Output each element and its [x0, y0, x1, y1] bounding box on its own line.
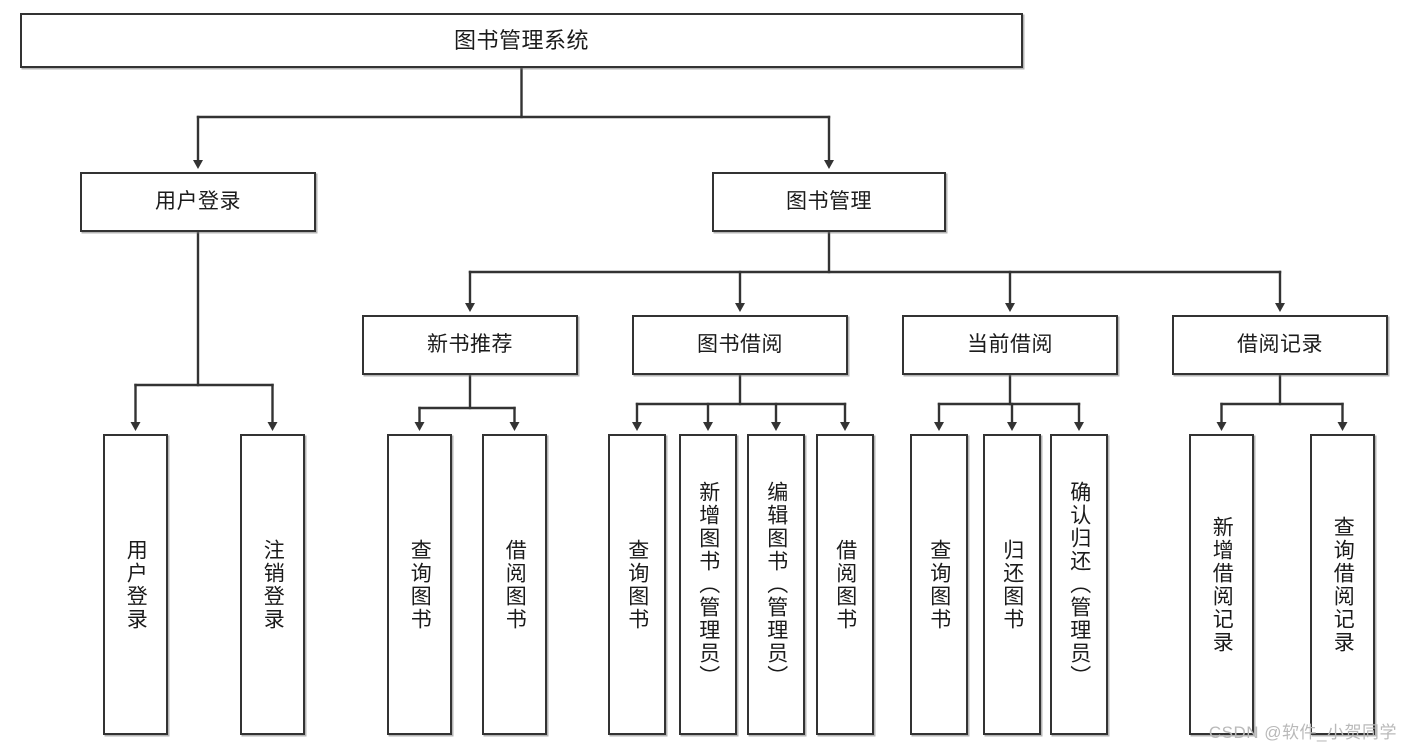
- leaf-query-record[interactable]: 查询借阅记录: [1310, 434, 1375, 735]
- node-user-login-label: 用户登录: [155, 189, 241, 213]
- leaf-query-book-2-label: 查询图书: [625, 538, 649, 631]
- leaf-confirm-return-label: 确认归还（管理员）: [1067, 481, 1091, 688]
- node-borrow-record[interactable]: 借阅记录: [1172, 315, 1388, 375]
- leaf-query-record-label: 查询借阅记录: [1331, 515, 1355, 654]
- leaf-user-login[interactable]: 用户登录: [103, 434, 168, 735]
- leaf-borrow-book-2-label: 借阅图书: [833, 538, 857, 631]
- leaf-return-book-label: 归还图书: [1000, 538, 1024, 631]
- leaf-add-record[interactable]: 新增借阅记录: [1189, 434, 1254, 735]
- leaf-edit-book-label: 编辑图书（管理员）: [764, 481, 788, 688]
- leaf-borrow-book-1[interactable]: 借阅图书: [482, 434, 547, 735]
- node-user-login[interactable]: 用户登录: [80, 172, 316, 232]
- node-book-borrow[interactable]: 图书借阅: [632, 315, 848, 375]
- leaf-add-record-label: 新增借阅记录: [1210, 515, 1234, 654]
- leaf-query-book-1[interactable]: 查询图书: [387, 434, 452, 735]
- leaf-query-book-1-label: 查询图书: [408, 538, 432, 631]
- leaf-return-book[interactable]: 归还图书: [983, 434, 1041, 735]
- leaf-query-book-3-label: 查询图书: [927, 538, 951, 631]
- csdn-watermark: CSDN @软件_小贺同学: [1208, 723, 1397, 742]
- leaf-add-book-label: 新增图书（管理员）: [696, 481, 720, 688]
- leaf-borrow-book-2[interactable]: 借阅图书: [816, 434, 874, 735]
- leaf-query-book-3[interactable]: 查询图书: [910, 434, 968, 735]
- leaf-user-logout-label: 注销登录: [261, 538, 285, 631]
- node-current-borrow-label: 当前借阅: [967, 332, 1053, 356]
- node-new-book-recommend[interactable]: 新书推荐: [362, 315, 578, 375]
- node-book-borrow-label: 图书借阅: [697, 332, 783, 356]
- node-book-manage-label: 图书管理: [786, 189, 872, 213]
- leaf-edit-book[interactable]: 编辑图书（管理员）: [747, 434, 805, 735]
- leaf-query-book-2[interactable]: 查询图书: [608, 434, 666, 735]
- leaf-user-login-label: 用户登录: [124, 538, 148, 631]
- node-root-label: 图书管理系统: [453, 27, 589, 53]
- node-current-borrow[interactable]: 当前借阅: [902, 315, 1118, 375]
- node-new-book-recommend-label: 新书推荐: [427, 332, 513, 356]
- node-borrow-record-label: 借阅记录: [1237, 332, 1323, 356]
- leaf-add-book[interactable]: 新增图书（管理员）: [679, 434, 737, 735]
- leaf-user-logout[interactable]: 注销登录: [240, 434, 305, 735]
- leaf-borrow-book-1-label: 借阅图书: [503, 538, 527, 631]
- node-book-manage[interactable]: 图书管理: [712, 172, 946, 232]
- node-root[interactable]: 图书管理系统: [20, 13, 1023, 68]
- leaf-confirm-return[interactable]: 确认归还（管理员）: [1050, 434, 1108, 735]
